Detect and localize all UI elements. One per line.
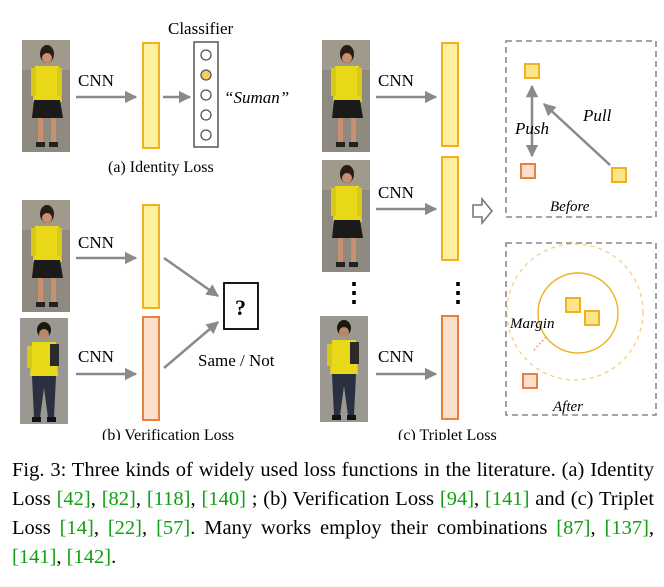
cnn-label-triplet-1: CNN — [378, 71, 414, 90]
verification-loss-caption: (b) Verification Loss — [102, 427, 234, 440]
identity-loss-caption: (a) Identity Loss — [108, 159, 214, 176]
negative-point-after — [522, 373, 538, 389]
compare-box — [223, 282, 259, 330]
citation-ref[interactable]: [118] — [146, 488, 191, 510]
pull-label: Pull — [582, 106, 612, 125]
person-image-triplet-negative — [320, 316, 368, 422]
citation-ref[interactable]: [22] — [107, 517, 143, 539]
triplet-loss-caption: (c) Triplet Loss — [398, 427, 497, 440]
arrow-top-to-compare — [163, 256, 220, 298]
classifier-neurons — [200, 49, 212, 141]
before-label: Before — [550, 199, 590, 215]
feature-bar-triplet-3 — [441, 315, 459, 420]
caption-text: . Many works employ their combinations — [190, 517, 557, 539]
margin-label: Margin — [509, 316, 554, 332]
cnn-label-verification-top: CNN — [78, 233, 114, 252]
after-embedding-box — [505, 242, 657, 416]
push-label: Push — [514, 119, 549, 138]
caption-text: and (c) Triplet Loss — [12, 488, 655, 539]
cnn-label-verification-bottom: CNN — [78, 347, 114, 366]
negative-point-before — [520, 163, 536, 179]
positive-point-after — [584, 310, 600, 326]
figure-caption: Fig. 3: Three kinds of widely used loss … — [12, 459, 655, 568]
cnn-label-triplet-2: CNN — [378, 183, 414, 202]
citation-ref[interactable]: [57] — [156, 517, 191, 539]
margin-arrow — [532, 336, 547, 352]
ellipsis-features: ⋮ — [445, 278, 471, 307]
feature-bar-triplet-2 — [441, 156, 459, 261]
caption-text: ; (b) Verification Loss — [245, 488, 440, 510]
citation-ref[interactable]: [87] — [556, 517, 591, 539]
person-image-triplet-anchor — [322, 40, 370, 152]
ellipsis-images: ⋮ — [341, 278, 367, 307]
feature-bar-verification-bottom — [142, 316, 160, 421]
citation-ref[interactable]: [137] — [604, 517, 649, 539]
transition-arrow-icon — [472, 196, 494, 226]
citation-ref[interactable]: [14] — [59, 517, 94, 539]
citation-ref[interactable]: [94] — [439, 488, 475, 510]
positive-point-before — [611, 167, 627, 183]
person-image-verification-bottom — [20, 318, 68, 424]
citation-ref[interactable]: [141] — [485, 488, 530, 510]
same-not-label: Same / Not — [198, 351, 275, 370]
feature-bar-verification-top — [142, 204, 160, 309]
citation-ref[interactable]: [42] — [56, 488, 91, 510]
person-image-triplet-positive — [322, 160, 370, 272]
citation-ref[interactable]: [140] — [201, 488, 246, 510]
anchor-point-after — [565, 297, 581, 313]
caption-text-prefix: Fig. 3: Three kinds of widely used loss … — [12, 459, 654, 510]
anchor-point-before — [524, 63, 540, 79]
person-image-identity — [22, 40, 70, 152]
feature-bar-identity — [142, 42, 160, 149]
before-embedding-box — [505, 40, 657, 218]
loss-functions-figure: CNN Classifier “Suman” (a) Identity Loss… — [20, 19, 657, 440]
citation-ref[interactable]: [142] — [66, 546, 112, 568]
citation-ref[interactable]: [141] — [12, 546, 57, 568]
margin-outer-circle — [506, 243, 644, 381]
person-image-verification-top — [22, 200, 70, 312]
after-label: After — [552, 399, 583, 415]
citation-ref[interactable]: [82] — [101, 488, 136, 510]
cnn-label-triplet-3: CNN — [378, 347, 414, 366]
cnn-label-identity: CNN — [78, 71, 114, 90]
caption-text-suffix: . — [111, 546, 117, 568]
question-mark: ? — [235, 295, 246, 320]
feature-bar-triplet-1 — [441, 42, 459, 147]
arrow-bottom-to-compare — [163, 321, 219, 369]
classifier-label: Classifier — [168, 19, 233, 38]
predicted-identity-label: “Suman” — [224, 88, 289, 107]
margin-inner-circle — [537, 272, 619, 354]
pull-arrow — [543, 103, 611, 166]
